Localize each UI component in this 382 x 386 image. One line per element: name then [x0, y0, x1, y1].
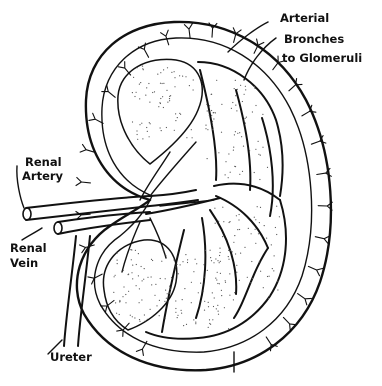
label-renal-artery-1: Renal	[25, 156, 62, 169]
label-renal-vein-2: Vein	[10, 257, 38, 270]
label-ureter: Ureter	[50, 351, 92, 364]
label-arterial: Arterial	[280, 12, 329, 25]
label-bronches: Bronches	[284, 33, 344, 46]
label-to-glomeruli: to Glomeruli	[282, 52, 362, 65]
arcuate-arteries	[146, 62, 286, 339]
label-renal-vein-1: Renal	[10, 242, 47, 255]
label-renal-artery-2: Artery	[22, 170, 63, 183]
ureter	[64, 236, 76, 346]
glomerular-twigs	[76, 23, 332, 356]
